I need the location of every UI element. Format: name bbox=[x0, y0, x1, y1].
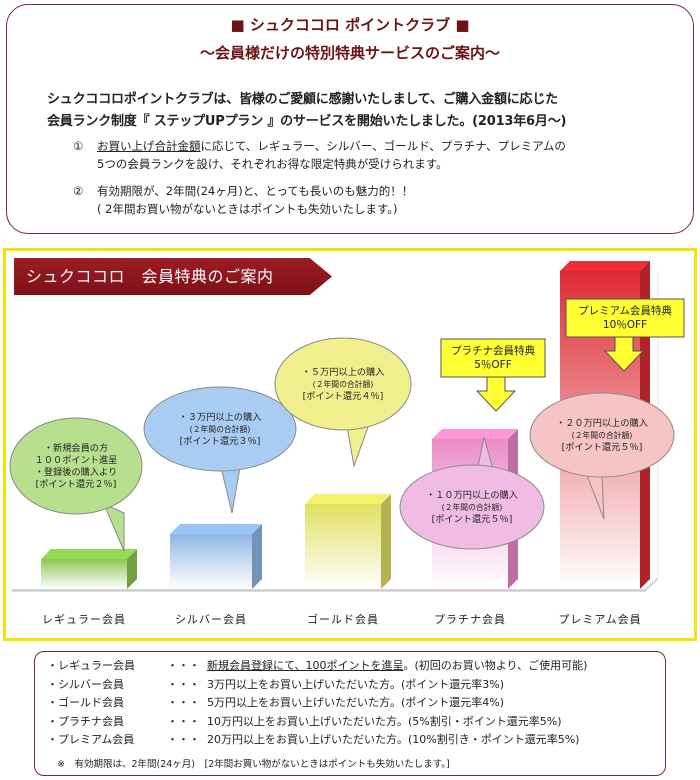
callout-line: プレミアム会員特典 bbox=[578, 304, 672, 317]
bar-side bbox=[381, 494, 391, 589]
bubble-line: ・２０万円以上の購入 bbox=[556, 417, 648, 429]
bubble-line: [ポイント還元２％] bbox=[36, 478, 117, 490]
bubble-line: [ポイント還元５％] bbox=[432, 513, 513, 525]
bar-silver bbox=[170, 534, 252, 589]
intro-list: ① お買い上げ合計金額に応じて、レギュラー、シルバー、ゴールド、プラチナ、プレミ… bbox=[73, 137, 683, 218]
bubble-line: [ポイント還元３％] bbox=[180, 435, 261, 447]
summary-row: ・プレミアム会員 ・・・ 20万円以上をお買い上げいただいた方。(10%割引き・ポイ… bbox=[47, 733, 579, 747]
tier-description: 20万円以上をお買い上げいただいた方。(10%割引き・ポイント還元率5%) bbox=[207, 733, 580, 746]
tier-name: ・プレミアム会員 bbox=[47, 733, 135, 746]
bubble-line: ・３万円以上の購入 bbox=[179, 411, 262, 423]
bar-top bbox=[41, 549, 137, 559]
bar-regular bbox=[41, 559, 127, 589]
tier-name: ・プラチナ会員 bbox=[47, 714, 124, 728]
bar-top bbox=[432, 429, 518, 439]
arrow-down-icon bbox=[603, 336, 645, 372]
tier-name: ・ゴールド会員 bbox=[47, 696, 124, 709]
tier-name: ・レギュラー会員 bbox=[47, 659, 135, 672]
dot-leader: ・・・ bbox=[167, 696, 200, 709]
dot-leader: ・・・ bbox=[167, 733, 200, 746]
bubble-line: ・登録後の購入より bbox=[35, 466, 118, 478]
bubble-tail bbox=[103, 503, 125, 552]
intro-subtitle: ～会員様だけの特別特典サービスのご案内～ bbox=[199, 44, 500, 62]
intro-box: ■ シュクココロ ポイントクラブ ■ ～会員様だけの特別特典サービスのご案内～ … bbox=[6, 4, 694, 234]
intro-paragraph-line-1: シュクココロポイントクラブは、皆様のご愛顧に感謝いたしまして、ご購入金額に応じた bbox=[47, 92, 558, 107]
bar-gold bbox=[305, 504, 381, 589]
bubble-line: １００ポイント進呈 bbox=[35, 454, 118, 466]
callout-premium: プレミアム会員特典 10％OFF bbox=[565, 298, 685, 372]
summary-row: ・レギュラー会員 ・・・新規会員登録にて、100ポイントを進呈。(初回のお買い物よ… bbox=[47, 659, 587, 673]
summary-row: ・プラチナ会員 ・・・ 10万円以上をお買い上げいただいた方。(5%割引・ポイント還… bbox=[47, 715, 561, 729]
chart-floor bbox=[12, 577, 658, 591]
dot-leader: ・・・ bbox=[167, 714, 200, 728]
item-text: 有効期限が、2年間(24ヶ月)と、とっても長いのも魅力的！！ bbox=[97, 184, 414, 198]
bubble-line: ・１０万円以上の購入 bbox=[426, 489, 518, 501]
bar-top bbox=[170, 524, 262, 534]
tier-label: プラチナ会員 bbox=[434, 613, 506, 626]
dot-leader: ・・・ bbox=[167, 677, 200, 691]
bubble-line: [ポイント還元４％] bbox=[303, 390, 384, 402]
intro-paragraph-line-2: 会員ランク制度『 ステップUPプラン 』のサービスを開始いたしました。(2013… bbox=[47, 114, 567, 129]
intro-title: ■ シュクココロ ポイントクラブ ■ bbox=[230, 16, 470, 34]
bubble-body bbox=[143, 386, 297, 472]
bubble-line: (２年間の合計額) bbox=[313, 379, 374, 389]
tier-name: ・シルバー会員 bbox=[47, 677, 124, 691]
list-number: ② bbox=[73, 184, 84, 198]
item-text-line-2: ( 2年間お買い物がないときはポイントも失効いたします。) bbox=[97, 202, 398, 216]
dot-leader: ・・・ bbox=[167, 659, 200, 672]
intro-list-item-1: ① お買い上げ合計金額に応じて、レギュラー、シルバー、ゴールド、プラチナ、プレミ… bbox=[73, 137, 683, 173]
speech-bubble: ・１０万円以上の購入(２年間の合計額)[ポイント還元５％] bbox=[399, 436, 545, 550]
bar-side bbox=[252, 524, 262, 589]
bubble-line: (２年間の合計額) bbox=[190, 424, 251, 434]
bubble-line: [ポイント還元５％] bbox=[562, 441, 643, 453]
bubble-line: ・５万円以上の購入 bbox=[302, 366, 385, 378]
intro-list-item-2: ② 有効期限が、2年間(24ヶ月)と、とっても長いのも魅力的！！ ( 2年間お買… bbox=[73, 182, 683, 218]
bubble-body bbox=[274, 337, 412, 431]
summary-row: ・ゴールド会員 ・・・ 5万円以上をお買い上げいただいた方。(ポイント還元率4%) bbox=[47, 696, 504, 710]
tier-label: シルバー会員 bbox=[175, 613, 247, 626]
summary-row: ・シルバー会員 ・・・ 3万円以上をお買い上げいただいた方。(ポイント還元率3%) bbox=[47, 678, 504, 692]
bubble-line: (２年間の合計額) bbox=[572, 430, 633, 440]
bubble-body bbox=[529, 392, 675, 478]
item-text-line-2: 5つの会員ランクを設け、それぞれお得な限定特典が受けられます。 bbox=[97, 157, 448, 171]
underlined-text: 新規会員登録にて、100ポイントを進呈 bbox=[207, 659, 404, 672]
underlined-text: お買い上げ合計金額 bbox=[97, 139, 201, 153]
callout-box bbox=[565, 298, 685, 338]
intro-paragraph: シュクココロポイントクラブは、皆様のご愛顧に感謝いたしまして、ご購入金額に応じた… bbox=[47, 89, 687, 133]
summary-note: ※ 有効期限は、2年間(24ヶ月) [2年間お買い物がないときはポイントも失効い… bbox=[57, 759, 450, 770]
speech-bubble: ・２０万円以上の購入(２年間の合計額)[ポイント還元５％] bbox=[529, 392, 675, 520]
tier-description: 10万円以上をお買い上げいただいた方。(5%割引・ポイント還元率5%) bbox=[207, 714, 562, 728]
tier-description: 3万円以上をお買い上げいただいた方。(ポイント還元率3%) bbox=[207, 677, 505, 691]
callout-platinum: プラチナ会員特典 5％OFF bbox=[440, 338, 546, 412]
summary-box: ・レギュラー会員・・・新規会員登録にて、100ポイントを進呈。(初回のお買い物よ… bbox=[34, 651, 666, 776]
callout-line: プラチナ会員特典 bbox=[451, 344, 535, 357]
arrow-down-icon bbox=[475, 376, 517, 412]
list-number: ① bbox=[73, 139, 84, 153]
bubble-body bbox=[9, 417, 143, 515]
chart-banner: シュクココロ 会員特典のご案内 bbox=[14, 258, 332, 295]
tier-label: ゴールド会員 bbox=[307, 612, 379, 626]
item-text: に応じて、レギュラー、シルバー、ゴールド、プラチナ、プレミアムの bbox=[200, 139, 566, 153]
tier-label: レギュラー会員 bbox=[42, 613, 126, 626]
bubble-line: ・新規会員の方 bbox=[44, 442, 108, 454]
bar-top bbox=[560, 261, 650, 271]
tier-description: 5万円以上をお買い上げいただいた方。(ポイント還元率4%) bbox=[207, 696, 505, 709]
tier-description: 新規会員登録にて、100ポイントを進呈。(初回のお買い物より、ご使用可能) bbox=[207, 659, 588, 672]
tier-label: プレミアム会員 bbox=[558, 613, 641, 626]
callout-line: 5％OFF bbox=[474, 359, 512, 371]
speech-bubble: ・３万円以上の購入(２年間の合計額)[ポイント還元３％] bbox=[143, 386, 297, 514]
bubble-line: (２年間の合計額) bbox=[442, 502, 503, 512]
bar-top bbox=[305, 494, 391, 504]
tier-chart: レギュラー会員 シルバー会員 ゴールド会員 プラチナ会員 プレミアム会員 ・新規会員の方１… bbox=[9, 261, 685, 626]
bubble-body bbox=[399, 464, 545, 550]
bar-side bbox=[127, 549, 137, 589]
callout-box bbox=[440, 338, 546, 378]
speech-bubble: ・５万円以上の購入(２年間の合計額)[ポイント還元４％] bbox=[274, 337, 412, 468]
callout-line: 10％OFF bbox=[603, 319, 647, 331]
